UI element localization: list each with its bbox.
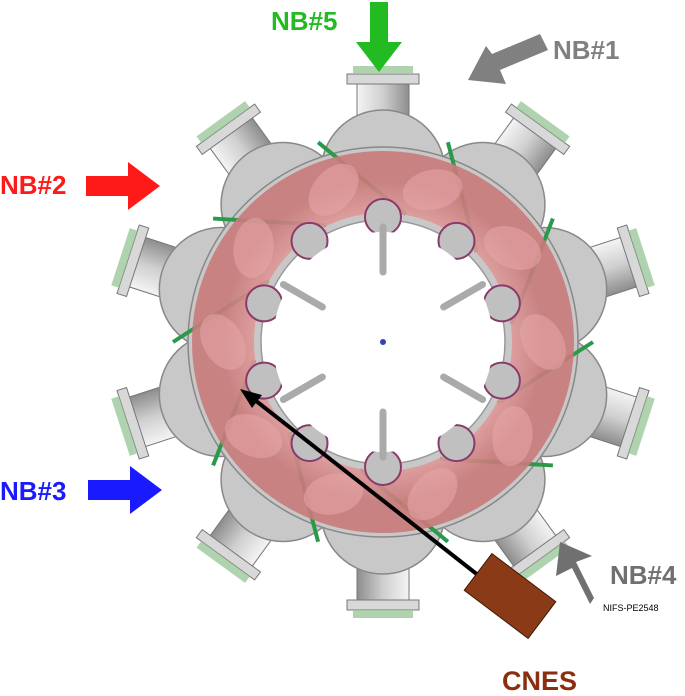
plasma-lobe — [303, 473, 364, 515]
nb1-arrow — [468, 34, 548, 84]
nb3-label: NB#3 — [0, 476, 66, 506]
nb2-arrow — [86, 162, 160, 210]
nb5-arrow — [356, 2, 402, 72]
nb5-label: NB#5 — [271, 6, 337, 36]
figure-code: NIFS-PE2548 — [603, 603, 659, 613]
center-dot — [380, 339, 386, 345]
plasma-lobe — [200, 314, 246, 370]
inner-port — [440, 281, 487, 311]
plasma-lobe — [520, 314, 566, 370]
inner-lobe — [437, 221, 476, 260]
inner-port — [279, 281, 326, 311]
plasma-lobe — [233, 218, 274, 278]
cnes-detector-box — [463, 552, 557, 640]
inner-lobe — [437, 424, 476, 463]
plasma-lobe — [407, 468, 458, 521]
cnes-arrowhead — [240, 389, 262, 408]
nb2-label: NB#2 — [0, 170, 66, 200]
inner-lobe — [290, 221, 329, 260]
plasma-lobe — [483, 225, 542, 270]
inner-port — [440, 373, 487, 403]
cnes-sightline — [244, 391, 499, 592]
inner-port — [279, 373, 326, 403]
plasma-lobe — [402, 169, 463, 211]
nb4-arrow — [556, 542, 594, 604]
nb4-label: NB#4 — [610, 560, 677, 590]
plasma-lobe — [224, 414, 283, 459]
plasma-lobe — [308, 163, 359, 216]
nb1-label: NB#1 — [553, 35, 619, 65]
cnes-label: CNES — [502, 666, 577, 696]
plasma-lobe — [492, 406, 533, 466]
nb3-arrow — [88, 466, 162, 514]
